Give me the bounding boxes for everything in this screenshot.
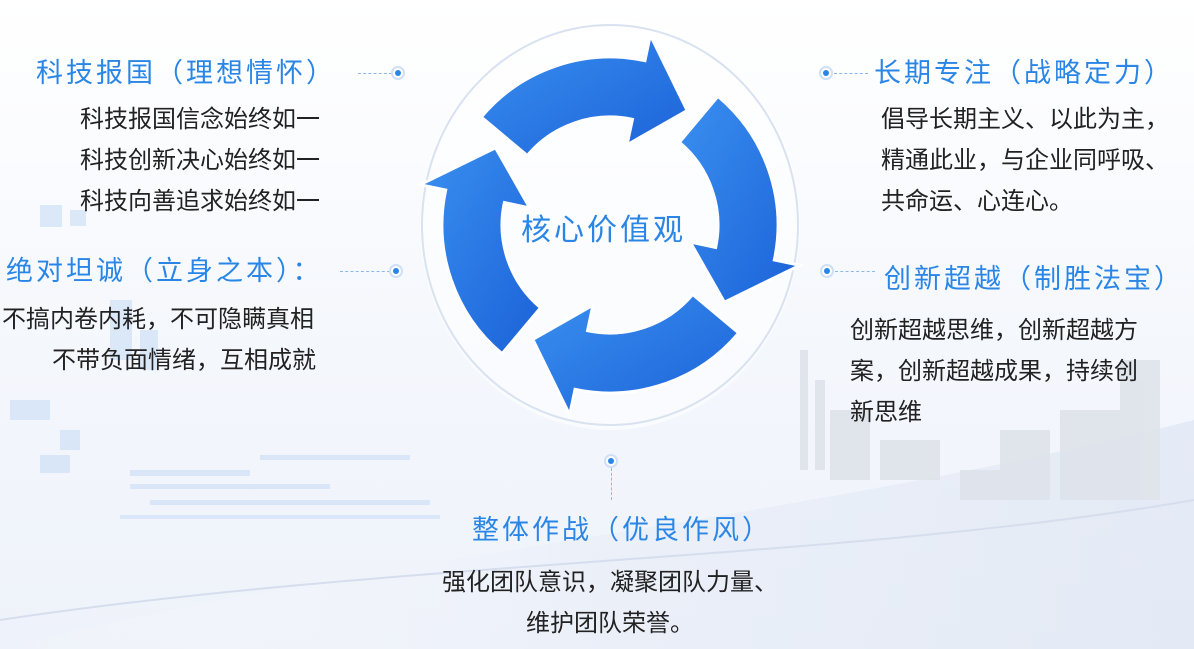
- connector-dot: [820, 264, 834, 278]
- value-title-long-term-focus: 长期专注（战略定力）: [874, 58, 1174, 89]
- value-title-teamwork: 整体作战（优良作风）: [472, 515, 772, 546]
- cycle-arrow: [479, 30, 690, 158]
- desc-line: 不带负面情绪，互相成就: [52, 346, 316, 374]
- leader-line: [358, 73, 392, 74]
- value-title-absolute-honesty: 绝对坦诚（立身之本）：: [6, 256, 323, 287]
- desc-line: 倡导长期主义、以此为主，: [881, 105, 1169, 133]
- cycle-arrow: [677, 94, 805, 305]
- connector-dot: [391, 66, 405, 80]
- desc-line: 维护团队荣誉。: [526, 609, 694, 637]
- desc-line: 科技报国信念始终如一: [80, 105, 320, 133]
- leader-line: [834, 73, 868, 74]
- cycle-arrow: [415, 145, 543, 356]
- desc-line: 创新超越思维，创新超越方: [850, 316, 1138, 344]
- center-label: 核心价值观: [521, 213, 686, 248]
- desc-line: 共命运、心连心。: [881, 187, 1073, 215]
- desc-line: 新思维: [850, 398, 922, 426]
- value-title-innovation: 创新超越（制胜法宝）: [884, 264, 1184, 295]
- desc-line: 精通此业，与企业同呼吸、: [881, 146, 1169, 174]
- value-desc-absolute-honesty: 不搞内卷内耗，不可隐瞒真相 不带负面情绪，互相成就: [2, 299, 316, 381]
- desc-line: 科技向善追求始终如一: [80, 187, 320, 215]
- connector-dot: [389, 264, 403, 278]
- value-desc-teamwork: 强化团队意识，凝聚团队力量、 维护团队荣誉。: [420, 562, 800, 644]
- value-desc-long-term-focus: 倡导长期主义、以此为主， 精通此业，与企业同呼吸、 共命运、心连心。: [881, 99, 1169, 222]
- value-desc-innovation: 创新超越思维，创新超越方 案，创新超越成果，持续创 新思维: [850, 310, 1138, 433]
- connector-dot: [604, 454, 618, 468]
- cycle-arrow: [530, 292, 741, 420]
- desc-line: 不搞内卷内耗，不可隐瞒真相: [2, 305, 314, 333]
- value-title-tech-patriotism: 科技报国（理想情怀）: [36, 58, 336, 89]
- leader-line: [835, 271, 875, 272]
- desc-line: 强化团队意识，凝聚团队力量、: [442, 568, 778, 596]
- connector-dot: [819, 66, 833, 80]
- value-desc-tech-patriotism: 科技报国信念始终如一 科技创新决心始终如一 科技向善追求始终如一: [80, 99, 320, 222]
- desc-line: 科技创新决心始终如一: [80, 146, 320, 174]
- leader-line: [340, 271, 390, 272]
- desc-line: 案，创新超越成果，持续创: [850, 357, 1138, 385]
- cycle-arrows: [415, 30, 805, 420]
- leader-line: [611, 468, 612, 500]
